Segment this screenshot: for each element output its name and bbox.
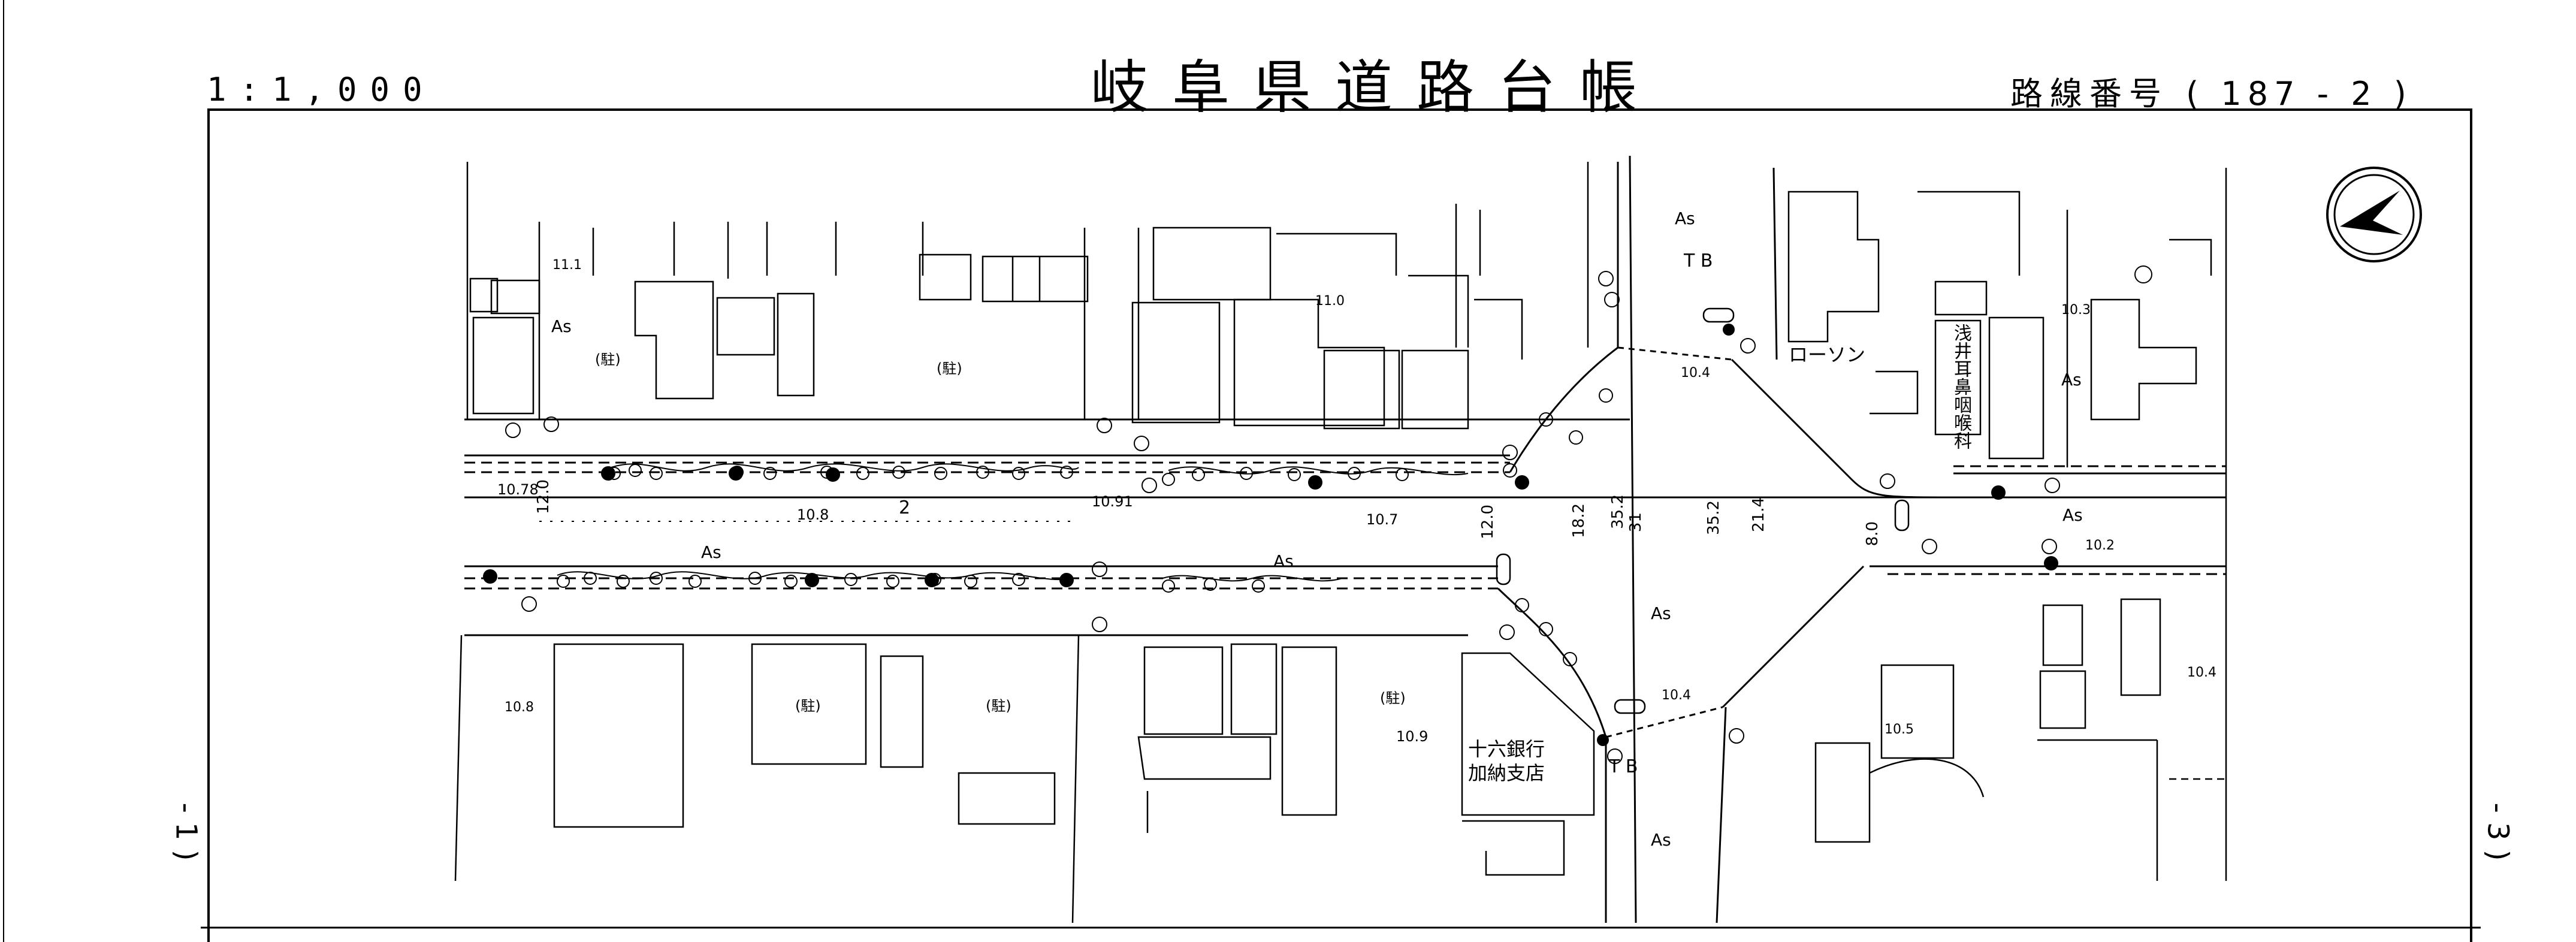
elevation-label: 11.1	[552, 258, 582, 273]
width-label: 8.0	[1864, 521, 1882, 547]
north-arrow-icon	[2326, 167, 2422, 262]
tb-label: T B	[1609, 756, 1638, 777]
surface-label: As	[1651, 603, 1671, 623]
clinic-label: 浅井耳鼻咽喉科	[1950, 324, 1971, 449]
shop-label: ローソン	[1789, 343, 1866, 366]
elevation-label: 10.4	[1662, 688, 1691, 703]
elevation-label: 10.4	[2187, 665, 2216, 680]
street-trees	[557, 388, 1613, 666]
elevation-label: 10.2	[2085, 538, 2115, 553]
elevation-label: 10.8	[797, 506, 829, 523]
parking-label: (駐)	[795, 698, 821, 714]
manholes	[1496, 307, 1910, 714]
bank-label-line2: 加納支店	[1468, 762, 1545, 784]
tb-label: T B	[1684, 250, 1713, 271]
elevation-label: 10.78	[497, 481, 539, 498]
elevation-label: 10.5	[1885, 722, 1914, 737]
bank-label-line1: 十六銀行	[1468, 738, 1545, 760]
width-label: 12.0	[1479, 505, 1497, 539]
map-frame	[207, 108, 2472, 942]
elevation-label: 10.91	[1092, 493, 1133, 510]
surface-label: As	[1273, 551, 1294, 571]
width-label: 18.2	[1570, 503, 1588, 538]
utility-poles	[483, 324, 2058, 746]
surface-label: As	[1675, 209, 1695, 228]
route-number-value: ( 187 - 2 )	[2186, 75, 2412, 113]
width-label: 35.2	[1609, 494, 1627, 529]
route-number: 路線番号 ( 187 - 2 )	[2010, 67, 2412, 114]
width-label: 35.2	[1705, 500, 1723, 535]
parking-label: (駐)	[595, 351, 621, 368]
parking-label: (駐)	[1380, 690, 1406, 707]
elevation-label: 10.9	[1396, 728, 1429, 745]
surface-label: As	[2061, 370, 2082, 390]
width-label: 21.4	[1750, 497, 1768, 532]
elevation-label: 10.3	[2061, 303, 2091, 318]
route-label: 路線番号	[2010, 75, 2169, 113]
surface-label: As	[2062, 505, 2083, 525]
parking-label: (駐)	[986, 698, 1011, 714]
width-label: 12.0	[534, 479, 552, 514]
elevation-label: 10.4	[1681, 366, 1710, 381]
elevation-label: 11.0	[1315, 294, 1345, 309]
parcel-lines	[454, 162, 2227, 923]
cross-road	[1497, 155, 1954, 923]
main-road	[464, 418, 2226, 636]
elevation-label: 10.7	[1366, 511, 1399, 528]
surface-label: As	[551, 316, 572, 336]
map-scale: 1:1,000	[207, 71, 436, 108]
parking-label: (駐)	[937, 360, 962, 377]
surface-label: As	[701, 542, 721, 562]
width-label: 31	[1627, 512, 1645, 533]
surface-label: As	[1651, 830, 1671, 850]
station-mark: 2	[899, 497, 911, 518]
sign-markers	[505, 265, 2152, 764]
elevation-label: 10.8	[505, 700, 534, 715]
